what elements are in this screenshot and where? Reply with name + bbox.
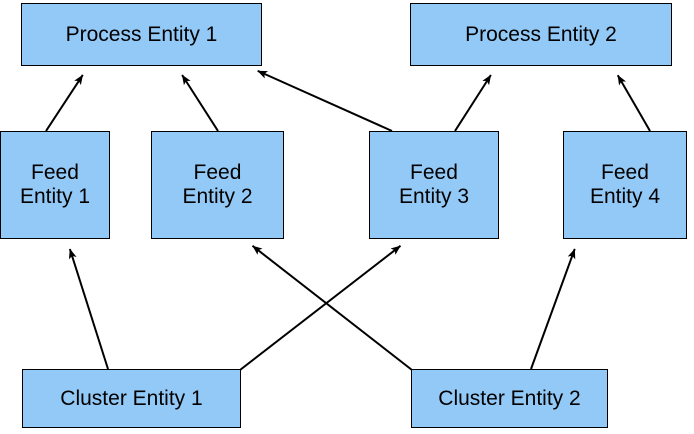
node-label-process-entity-1: Process Entity 1 [65,22,218,46]
node-feed-entity-2[interactable]: Feed Entity 2 [151,131,284,239]
node-cluster-entity-2[interactable]: Cluster Entity 2 [411,369,608,428]
node-label-cluster-entity-2: Cluster Entity 2 [438,386,581,410]
edge-feed1-process1 [45,74,84,132]
edge-cluster1-feed3 [239,245,402,371]
node-label-cluster-entity-1: Cluster Entity 1 [60,386,203,410]
node-label-feed-entity-4: Feed Entity 4 [589,161,661,208]
edge-cluster2-feed4 [530,248,576,370]
edge-feed3-process1 [257,69,393,132]
edge-cluster1-feed1 [68,248,109,370]
node-process-entity-1[interactable]: Process Entity 1 [21,3,262,66]
edge-feed3-process2 [454,74,492,132]
edges-group [45,69,651,371]
edge-feed2-process1 [181,74,219,132]
node-label-feed-entity-3: Feed Entity 3 [398,161,470,208]
edge-feed4-process2 [616,74,651,132]
node-feed-entity-1[interactable]: Feed Entity 1 [0,131,110,239]
node-process-entity-2[interactable]: Process Entity 2 [410,3,672,66]
node-label-process-entity-2: Process Entity 2 [465,22,617,46]
node-label-feed-entity-1: Feed Entity 1 [19,161,91,208]
node-feed-entity-4[interactable]: Feed Entity 4 [563,131,687,239]
node-feed-entity-3[interactable]: Feed Entity 3 [369,131,499,239]
edge-cluster2-feed2 [251,245,413,371]
node-cluster-entity-1[interactable]: Cluster Entity 1 [22,369,241,428]
node-label-feed-entity-2: Feed Entity 2 [182,161,253,208]
